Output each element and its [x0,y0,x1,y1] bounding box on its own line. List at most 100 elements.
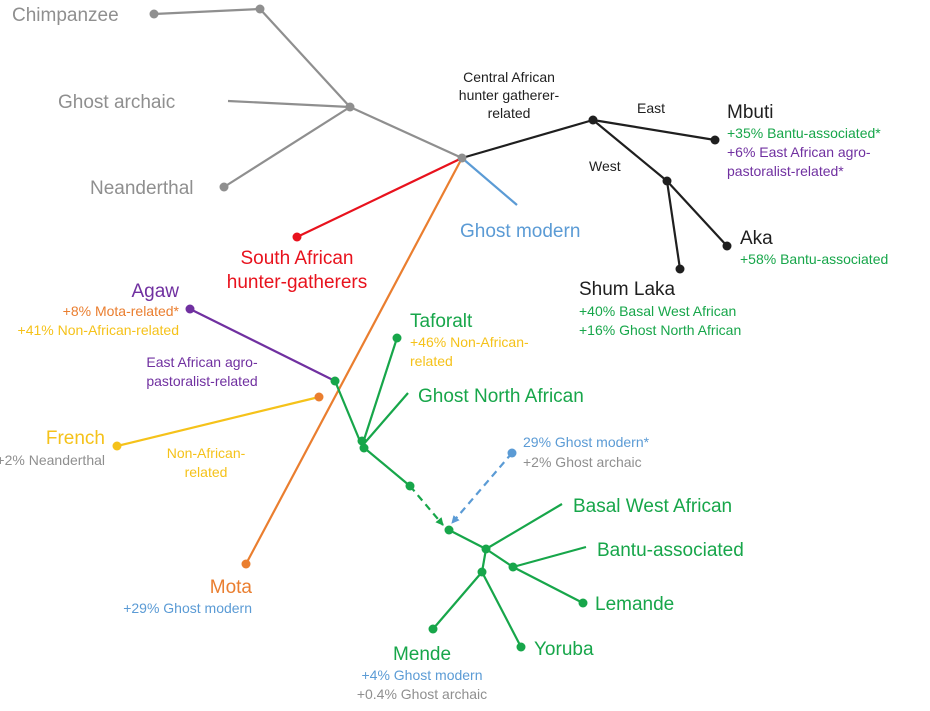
label-central-african-line3: related [488,105,531,121]
node-yoruba [516,642,526,652]
branch-archaic-to-modern [349,105,463,160]
node-shum-laka [675,264,685,274]
node-north-african-split-a [357,436,367,446]
branch-green-stem [333,380,364,447]
label-south-african-line2: hunter-gatherers [227,272,367,293]
label-lemande: Lemande [595,594,674,615]
label-central-african-line1: Central African [463,69,555,85]
node-non-african-split [314,392,324,402]
label-ghost-archaic: Ghost archaic [58,92,175,113]
branch-mende [432,571,483,630]
branch-taforalt [360,337,399,447]
branch-shum-laka [665,180,682,270]
label-mota: Mota [210,577,253,598]
arrow-north-african-admixture [409,485,444,526]
node-mende [428,624,438,634]
label-chimpanzee: Chimpanzee [12,5,119,26]
label-french: French [46,428,105,449]
branch-west-african-core [448,529,487,550]
label-ghost-modern-admix-b: +2% Ghost archaic [523,454,642,470]
node-agaw [185,304,195,314]
label-bantu-associated: Bantu-associated [597,540,744,561]
node-yoruba-mende-split [477,567,487,577]
node-west-split [662,176,672,186]
node-aka [722,241,732,251]
branch-french [116,395,320,448]
grey-branches [153,7,463,188]
node-neanderthal [219,182,229,192]
label-shum-laka-admix-a: +40% Basal West African [579,303,736,319]
label-yoruba: Yoruba [534,639,594,660]
black-branches [461,118,728,270]
label-east-african-line2: pastoralist-related [146,373,257,389]
label-agaw: Agaw [131,281,179,302]
branch-neanderthal [223,106,351,188]
label-neanderthal: Neanderthal [90,178,194,199]
label-taforalt-admix-line2: related [410,353,453,369]
label-mota-admix: +29% Ghost modern [123,600,252,616]
branch-yoruba [481,571,522,648]
label-agaw-admix-b: +41% Non-African-related [18,322,179,338]
label-mende-admix-a: +4% Ghost modern [361,667,482,683]
label-ghost-north-african: Ghost North African [418,386,584,407]
green-nodes [330,333,588,652]
label-non-african-line2: related [185,464,228,480]
label-mbuti: Mbuti [727,102,773,123]
label-south-african-line1: South African [240,248,353,269]
node-west-african-core [444,525,454,535]
branch-aka [666,180,728,247]
label-shum-laka: Shum Laka [579,279,676,300]
label-aka: Aka [740,228,773,249]
label-aka-admix: +58% Bantu-associated [740,251,888,267]
branch-chimp-to-archaic [259,8,351,108]
branch-south-african [296,157,463,238]
label-agaw-admix-a: +8% Mota-related* [63,303,180,319]
label-west: West [589,158,621,174]
branch-bantu-associated [512,545,587,569]
branch-lemande [512,566,584,604]
branch-basal-west-african [485,503,563,550]
node-north-african-split-b [359,443,369,453]
node-lemande [578,598,588,608]
arrow-ghost-modern-admixture [451,452,513,524]
node-taforalt [392,333,402,343]
label-mbuti-admix-b1: +6% East African agro- [727,144,871,160]
branch-mota [245,157,463,565]
label-east: East [637,100,665,116]
label-mbuti-admix-b2: pastoralist-related* [727,163,844,179]
label-taforalt-admix-line1: +46% Non-African- [410,334,529,350]
node-mota [241,559,251,569]
label-taforalt: Taforalt [410,311,473,332]
node-central-african-split [588,115,598,125]
branch-ghost-north-african [361,392,409,447]
grey-nodes [149,4,467,192]
branch-mbuti [592,118,716,142]
node-modern-root [457,153,467,163]
node-west-african-stem [405,481,415,491]
branch-west-african-stem [361,445,411,487]
node-french [112,441,122,451]
node-archaic-split [345,102,355,112]
label-french-admix: +2% Neanderthal [0,452,105,468]
branch-agaw [189,308,336,382]
label-east-african-line1: East African agro- [146,354,258,370]
node-chimpanzee [149,9,159,19]
black-nodes [588,115,732,274]
branch-chimpanzee [153,7,261,16]
label-mende-admix-b: +0.4% Ghost archaic [357,686,487,702]
node-bantu-split [508,562,518,572]
branch-central-african [461,118,594,160]
label-shum-laka-admix-b: +16% Ghost North African [579,322,741,338]
branch-ghost-archaic [227,99,351,109]
branch-ghost-modern [461,157,518,206]
label-basal-west-african: Basal West African [573,496,732,517]
label-mbuti-admix-a: +35% Bantu-associated* [727,125,881,141]
label-ghost-modern-admix-a: 29% Ghost modern* [523,434,650,450]
branch-west [592,119,668,182]
branch-bantu-stem [485,548,514,568]
label-mende: Mende [393,644,451,665]
node-chimp-split [255,4,265,14]
node-mbuti [710,135,720,145]
label-non-african-line1: Non-African- [167,445,246,461]
